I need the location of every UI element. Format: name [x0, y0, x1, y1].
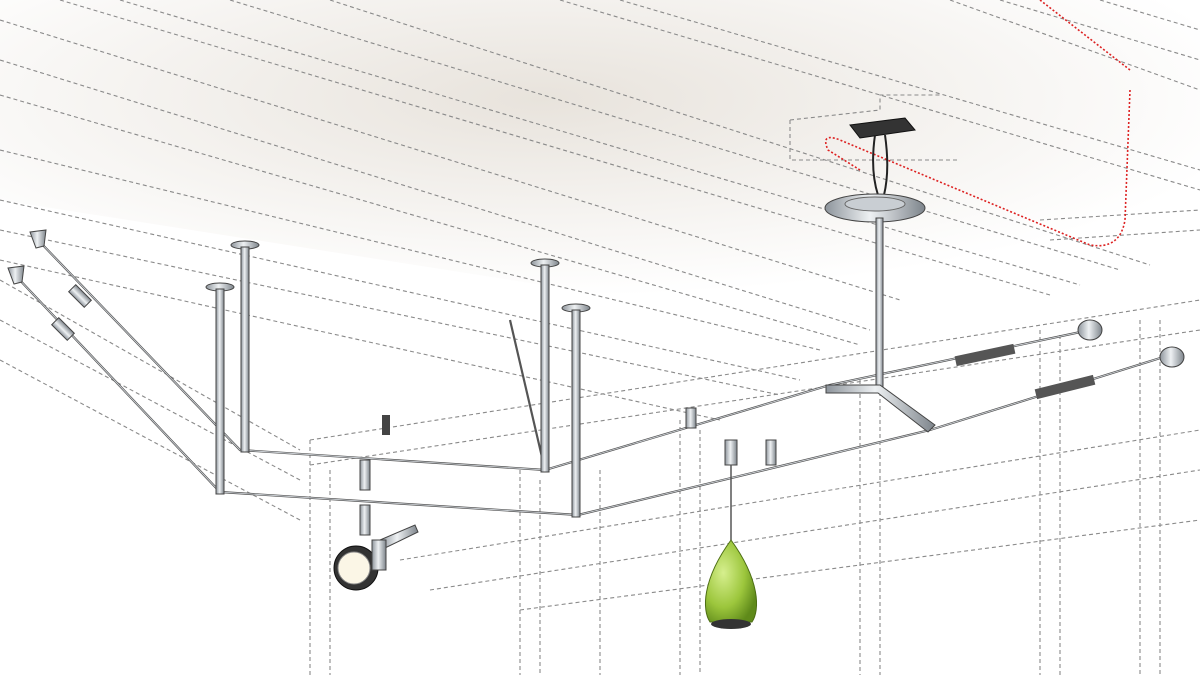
power-canopy	[824, 117, 936, 433]
spotlight-fixture	[333, 459, 419, 591]
standoffs	[205, 240, 591, 518]
tensioner-right-lower	[1034, 346, 1185, 400]
tensioner-right-upper	[954, 319, 1103, 367]
electrical-wiring	[824, 0, 1131, 247]
pendant-fixture	[685, 407, 777, 629]
mounting-screw	[382, 415, 390, 435]
wall-anchor-left-lower	[7, 265, 76, 342]
ceiling-plane	[0, 0, 1200, 330]
wall-anchor-left-upper	[29, 229, 93, 309]
